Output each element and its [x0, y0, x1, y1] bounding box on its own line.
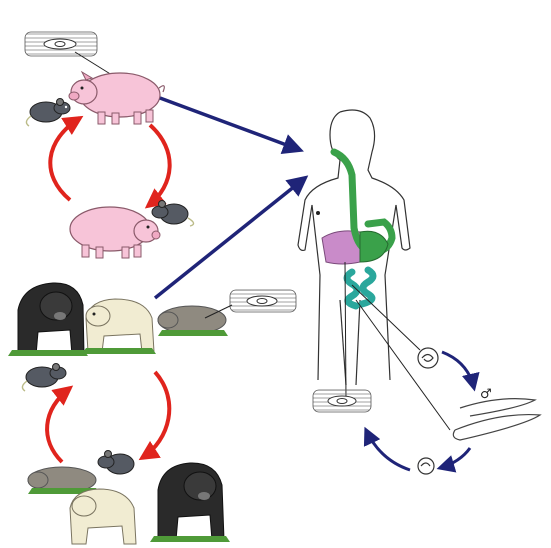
marker-dot — [316, 211, 320, 215]
cycle-arrow-top-right — [144, 123, 172, 209]
muscle-cyst-top — [24, 31, 121, 81]
black-bear-icon — [8, 282, 88, 356]
pig-icon — [68, 70, 165, 125]
polar-bear-icon — [69, 488, 137, 545]
cycle-arrow-human-1 — [441, 350, 480, 392]
larva-icon — [417, 457, 435, 475]
cycle-arrow-human-2 — [436, 447, 472, 473]
carcass-icon — [27, 466, 100, 494]
cycle-arrow-top-left — [48, 115, 84, 202]
rat-icon — [21, 363, 67, 392]
cycle-arrow-bottom-left — [45, 385, 74, 464]
male-symbol: ♂ — [480, 387, 492, 402]
larva-icon — [417, 347, 439, 369]
adult-worm-icon — [452, 398, 542, 441]
muscle-cyst-human — [312, 389, 372, 413]
carcass-icon — [157, 305, 228, 336]
rat-icon — [151, 200, 195, 227]
pointer-line — [344, 261, 347, 401]
digestive-tract-icon — [330, 148, 396, 263]
pointer-line — [351, 284, 421, 351]
muscle-cyst-bottom — [204, 289, 297, 319]
cycle-arrow-human-3 — [363, 426, 411, 472]
transmission-arrow-wildlife — [153, 175, 309, 300]
polar-bear-icon — [82, 298, 156, 354]
pointer-line — [355, 299, 451, 431]
rat-icon — [25, 98, 71, 127]
black-bear-icon — [150, 462, 230, 542]
rat-icon — [97, 450, 135, 475]
pig-icon — [69, 206, 161, 259]
transmission-arrow-pig — [159, 96, 304, 154]
cycle-arrow-bottom-right — [138, 370, 172, 461]
